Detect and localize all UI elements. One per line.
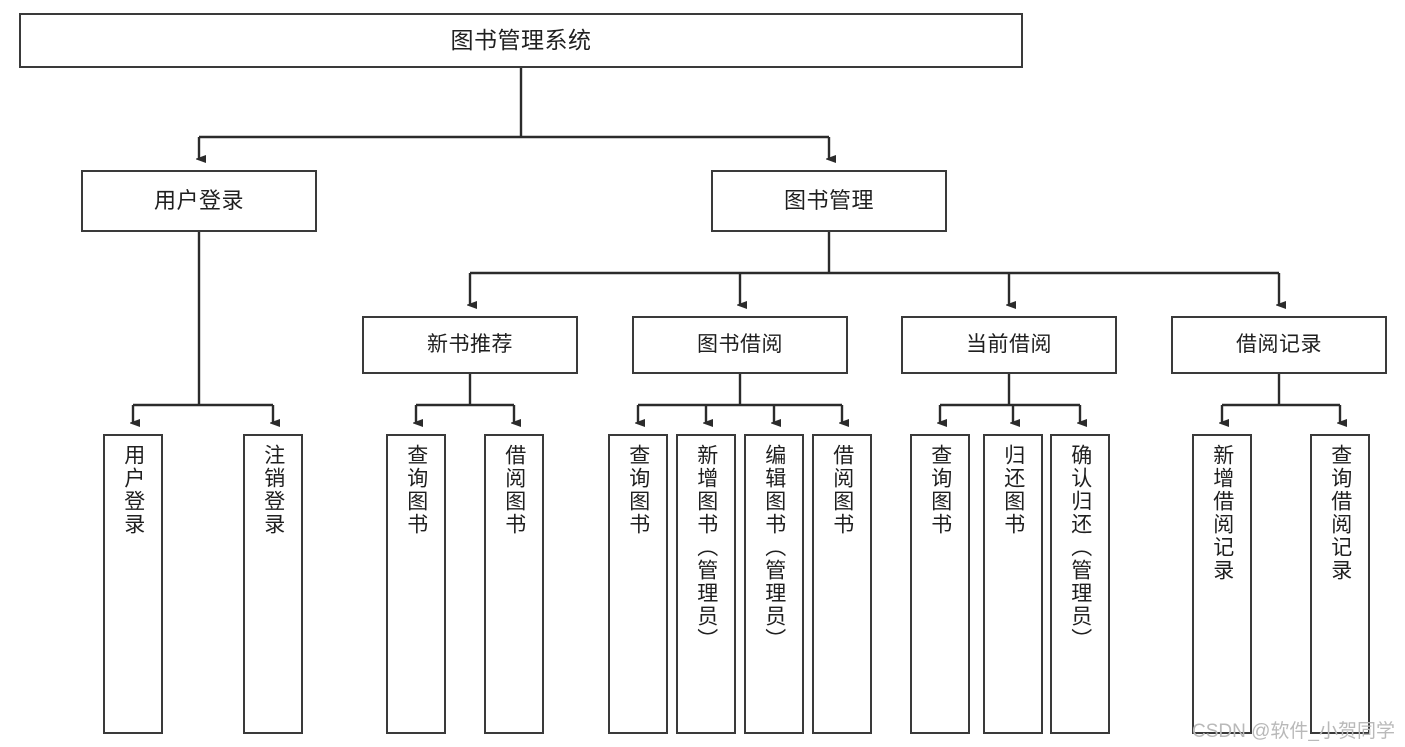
node-new-book-recommend[interactable]: 新书推荐 [362,316,578,374]
node-label: 编辑图书（管理员） [762,444,786,651]
node-label: 用户登录 [121,444,145,536]
node-root-book-management-system[interactable]: 图书管理系统 [19,13,1023,68]
node-label: 图书管理系统 [450,26,592,53]
node-label: 图书管理 [783,188,874,214]
node-leaf-add-book[interactable]: 新增图书（管理员） [676,434,736,734]
node-leaf-borrow-book-2[interactable]: 借阅图书 [812,434,872,734]
node-leaf-query-borrow-record[interactable]: 查询借阅记录 [1310,434,1370,734]
node-label: 新增借阅记录 [1210,444,1234,582]
node-leaf-query-book-1[interactable]: 查询图书 [386,434,446,734]
node-label: 新书推荐 [427,332,513,356]
node-label: 借阅图书 [830,444,854,536]
csdn-watermark: CSDN @软件_小贺同学 [1192,721,1395,742]
node-label: 借阅记录 [1236,332,1322,356]
node-label: 当前借阅 [966,332,1052,356]
node-label: 查询借阅记录 [1328,444,1352,582]
node-label: 查询图书 [626,444,650,536]
node-label: 查询图书 [404,444,428,536]
node-leaf-return-book[interactable]: 归还图书 [983,434,1043,734]
node-leaf-query-book-2[interactable]: 查询图书 [608,434,668,734]
node-label: 确认归还（管理员） [1068,444,1092,651]
node-leaf-query-book-3[interactable]: 查询图书 [910,434,970,734]
node-label: 查询图书 [928,444,952,536]
node-book-borrow[interactable]: 图书借阅 [632,316,848,374]
node-label: 新增图书（管理员） [694,444,718,651]
node-book-management[interactable]: 图书管理 [711,170,947,232]
node-leaf-borrow-book-1[interactable]: 借阅图书 [484,434,544,734]
node-leaf-logout[interactable]: 注销登录 [243,434,303,734]
node-label: 用户登录 [153,188,244,214]
node-label: 归还图书 [1001,444,1025,536]
node-user-login[interactable]: 用户登录 [81,170,317,232]
node-label: 图书借阅 [697,332,783,356]
node-leaf-confirm-return[interactable]: 确认归还（管理员） [1050,434,1110,734]
node-label: 借阅图书 [502,444,526,536]
node-borrow-record[interactable]: 借阅记录 [1171,316,1387,374]
node-leaf-edit-book[interactable]: 编辑图书（管理员） [744,434,804,734]
node-current-borrow[interactable]: 当前借阅 [901,316,1117,374]
node-leaf-user-login[interactable]: 用户登录 [103,434,163,734]
node-leaf-add-borrow-record[interactable]: 新增借阅记录 [1192,434,1252,734]
node-label: 注销登录 [261,444,285,536]
